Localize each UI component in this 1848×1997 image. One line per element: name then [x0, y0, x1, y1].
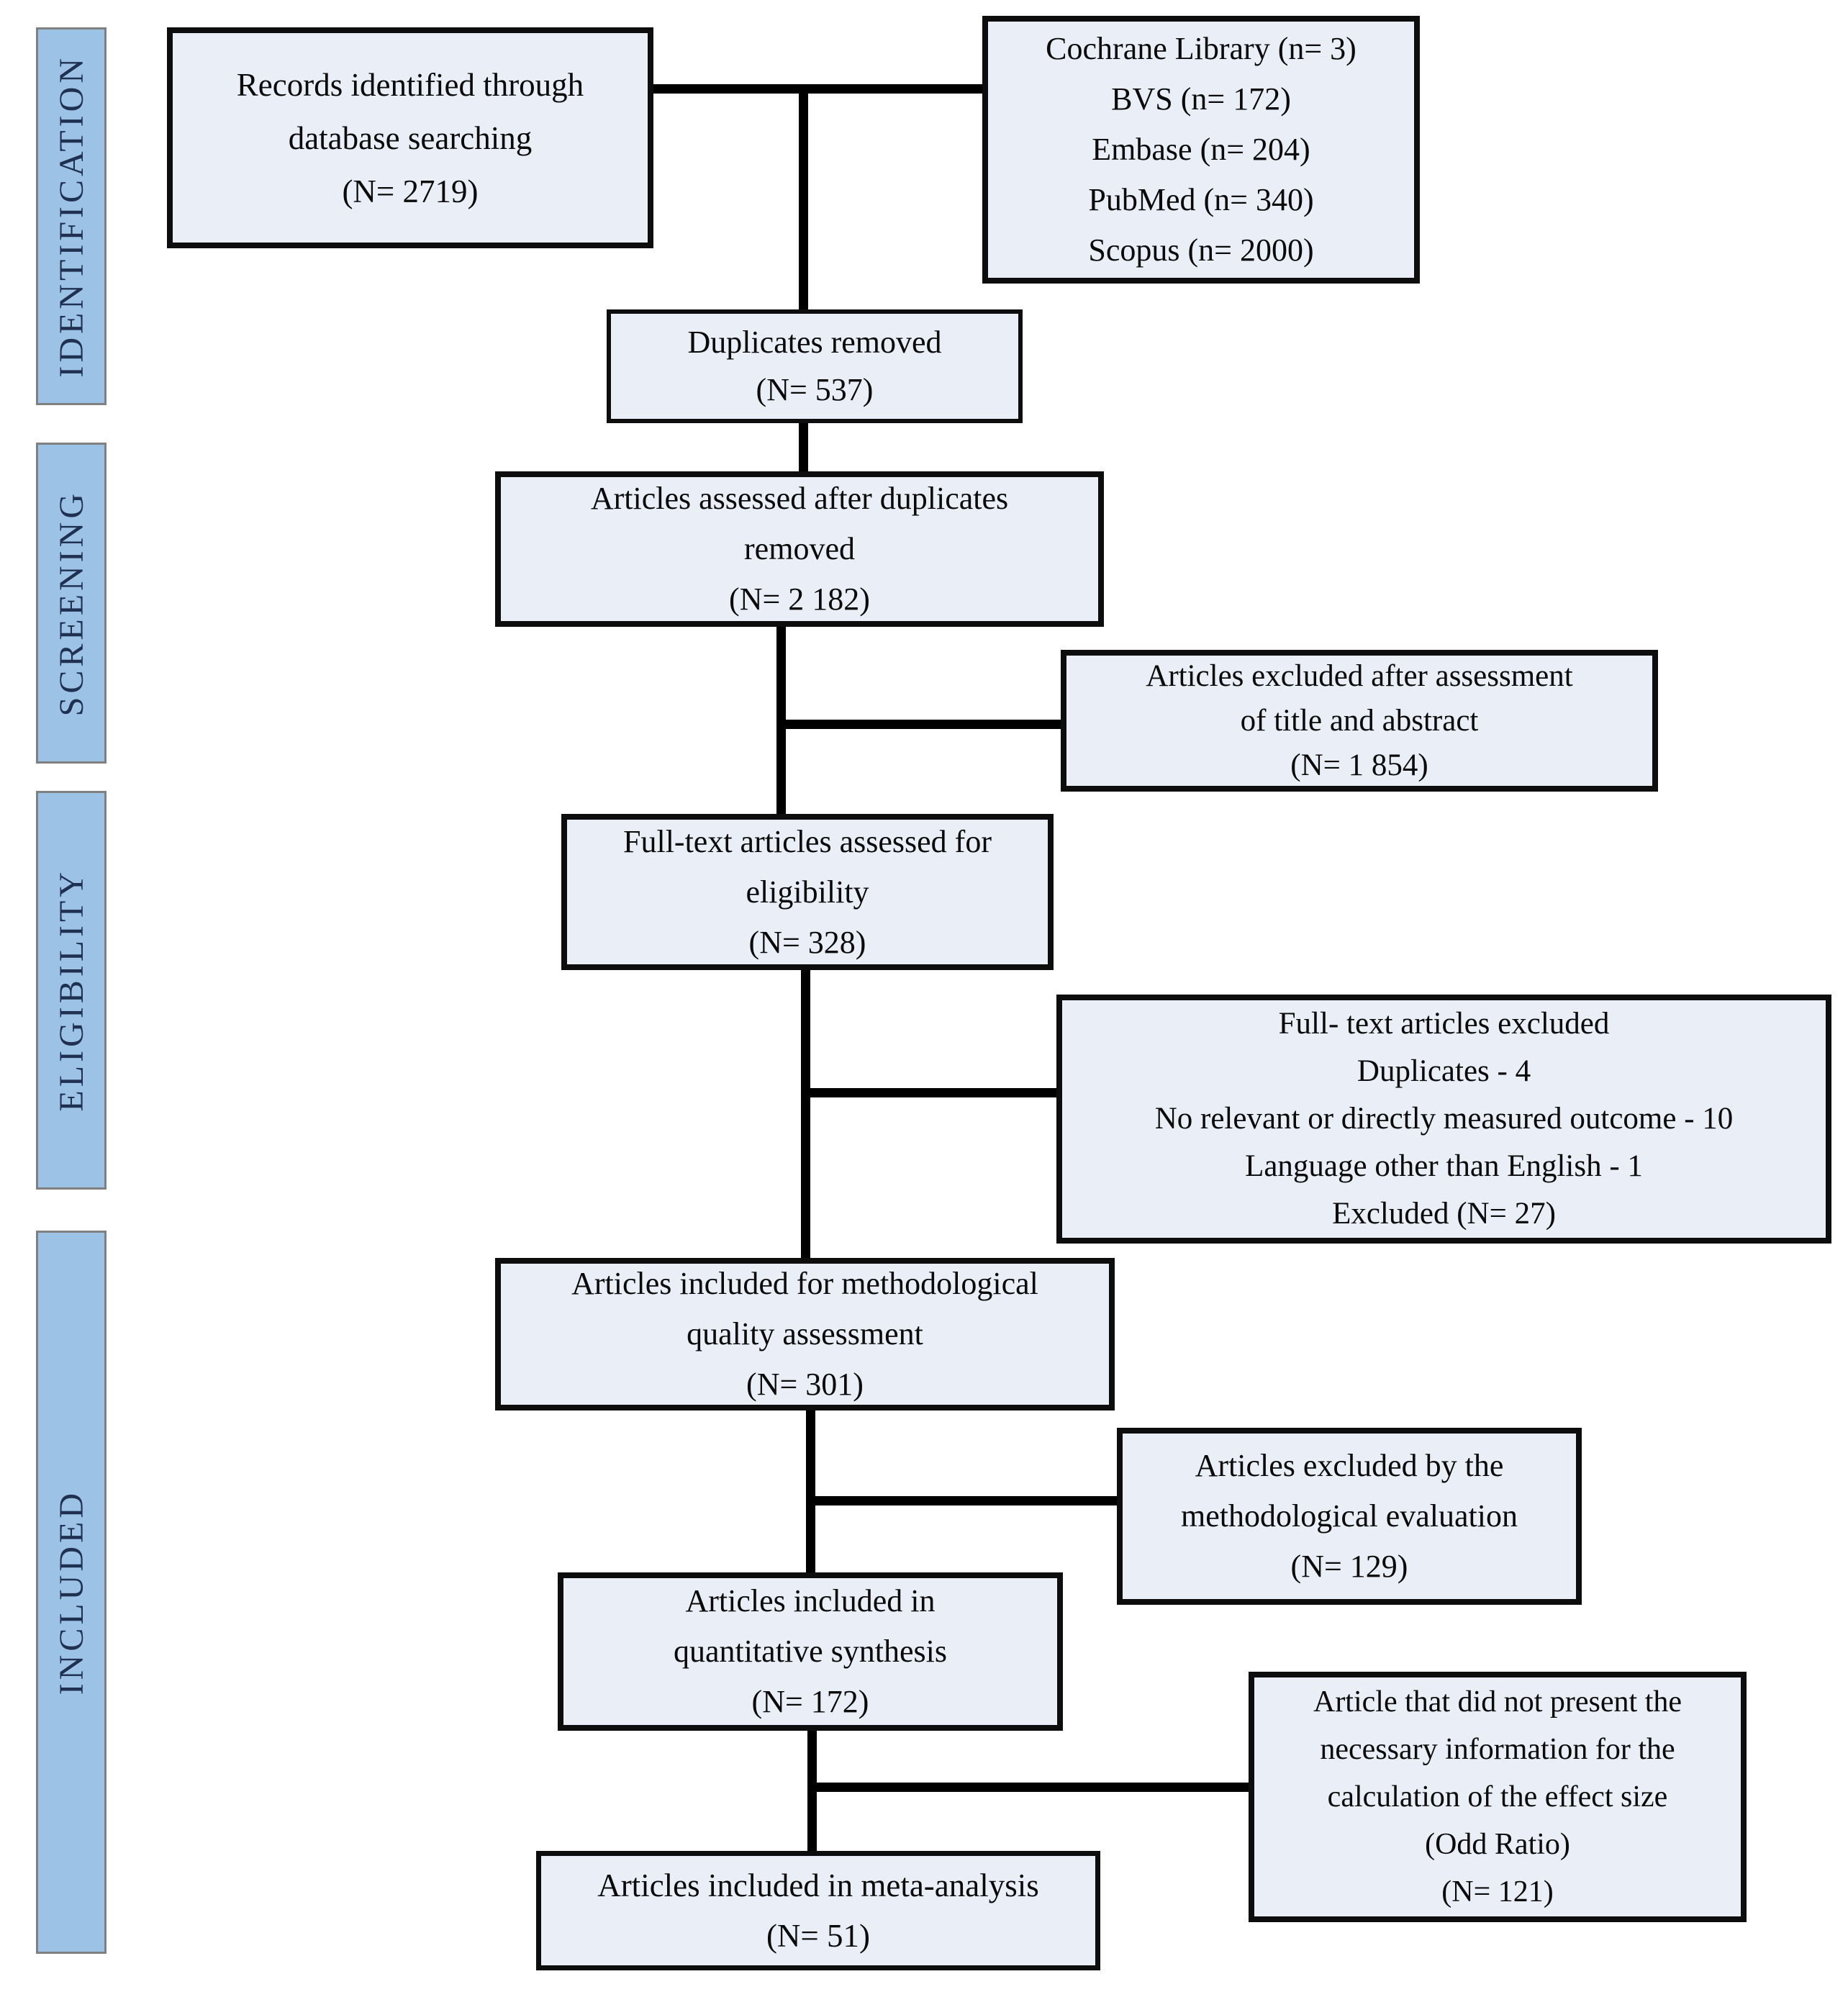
box-text-line: Articles excluded after assessment	[1146, 658, 1573, 693]
box-text-line: Language other than English - 1	[1245, 1149, 1643, 1183]
box-text-line: Articles included in meta-analysis	[597, 1867, 1039, 1903]
box-text-line: Embase (n= 204)	[1092, 132, 1310, 167]
box-text-line: calculation of the effect size	[1327, 1780, 1668, 1813]
box-text-line: PubMed (n= 340)	[1088, 182, 1314, 217]
box-text-line: (N= 301)	[746, 1367, 864, 1402]
connector-branch-effect-size-excluded	[807, 1783, 1251, 1792]
box-methodological-included: Articles included for methodological qual…	[495, 1258, 1115, 1410]
box-text-line: of title and abstract	[1240, 703, 1479, 738]
connector-branch-title-abstract-excluded	[776, 720, 1063, 729]
box-text-line: Article that did not present the	[1313, 1685, 1682, 1718]
box-text-line: Articles included for methodological	[571, 1266, 1038, 1301]
box-text-line: BVS (n= 172)	[1111, 81, 1291, 117]
sidebar-phase-eligibility: ELIGIBILITY	[36, 791, 107, 1190]
box-text-line: (N= 537)	[756, 372, 874, 407]
box-fulltext-assessed: Full-text articles assessed for eligibili…	[561, 814, 1054, 970]
sidebar-phase-label: SCREENING	[52, 489, 91, 717]
box-text-line: (N= 172)	[751, 1684, 869, 1719]
connector-records-to-sources	[653, 84, 984, 94]
box-text-line: necessary information for the	[1320, 1733, 1675, 1766]
sidebar-phase-label: INCLUDED	[52, 1489, 91, 1695]
box-methodological-excluded: Articles excluded by the methodological e…	[1117, 1428, 1582, 1605]
box-text-line: Articles included in	[685, 1583, 936, 1618]
box-text-line: Full- text articles excluded	[1278, 1007, 1610, 1041]
box-text-line: (N= 121)	[1441, 1875, 1554, 1908]
sidebar-phase-screening: SCREENING	[36, 443, 107, 764]
box-text-line: Excluded (N= 27)	[1332, 1197, 1556, 1231]
box-excluded-title-abstract: Articles excluded after assessment of tit…	[1061, 650, 1658, 792]
box-text-line: Articles excluded by the	[1195, 1448, 1504, 1483]
box-text-line: (N= 328)	[748, 924, 866, 960]
sidebar-phase-included: INCLUDED	[36, 1231, 107, 1954]
box-records-identified: Records identified through database searc…	[167, 27, 653, 248]
connector-duplicates-to-assessed	[799, 422, 808, 474]
connector-methodological-to-quantitative	[806, 1409, 815, 1575]
box-text-line: (N= 2 182)	[729, 581, 870, 617]
box-duplicates-removed: Duplicates removed (N= 537)	[607, 309, 1023, 423]
box-text-line: Records identified through	[236, 66, 584, 103]
box-meta-analysis: Articles included in meta-analysis (N= 51…	[536, 1851, 1100, 1970]
sidebar-phase-label: IDENTIFICATION	[52, 55, 91, 378]
box-text-line: methodological evaluation	[1181, 1498, 1518, 1534]
box-text-line: database searching	[288, 119, 533, 156]
connector-branch-fulltext-excluded	[801, 1088, 1059, 1097]
sidebar-phase-label: ELIGIBILITY	[52, 869, 91, 1112]
box-text-line: Duplicates removed	[687, 325, 942, 360]
box-text-line: eligibility	[746, 874, 869, 910]
box-text-line: (N= 1 854)	[1290, 748, 1428, 782]
box-text-line: (N= 51)	[766, 1918, 871, 1954]
box-text-line: removed	[744, 531, 855, 566]
connector-down-to-duplicates	[799, 84, 808, 309]
connector-branch-methodological-excluded	[806, 1496, 1119, 1505]
box-text-line: Cochrane Library (n= 3)	[1046, 31, 1356, 66]
box-text-line: Duplicates - 4	[1356, 1054, 1531, 1088]
box-database-sources: Cochrane Library (n= 3) BVS (n= 172) Embas…	[982, 16, 1420, 284]
box-effect-size-excluded: Article that did not present the necessar…	[1249, 1672, 1747, 1922]
box-text-line: (N= 2719)	[342, 173, 479, 209]
box-text-line: Full-text articles assessed for	[623, 823, 992, 859]
box-text-line: Articles assessed after duplicates	[590, 481, 1009, 516]
box-text-line: No relevant or directly measured outcome…	[1154, 1102, 1734, 1136]
sidebar-phase-identification: IDENTIFICATION	[36, 27, 107, 405]
box-text-line: (N= 129)	[1290, 1549, 1408, 1584]
box-quantitative-synthesis: Articles included in quantitative synthes…	[558, 1572, 1063, 1731]
box-assessed-after-duplicates: Articles assessed after duplicates remove…	[495, 471, 1104, 627]
connector-fulltext-to-methodological	[801, 969, 810, 1262]
box-text-line: quality assessment	[687, 1316, 923, 1351]
box-text-line: quantitative synthesis	[673, 1634, 948, 1669]
box-text-line: Scopus (n= 2000)	[1088, 232, 1314, 268]
box-text-line: (Odd Ratio)	[1425, 1828, 1570, 1861]
